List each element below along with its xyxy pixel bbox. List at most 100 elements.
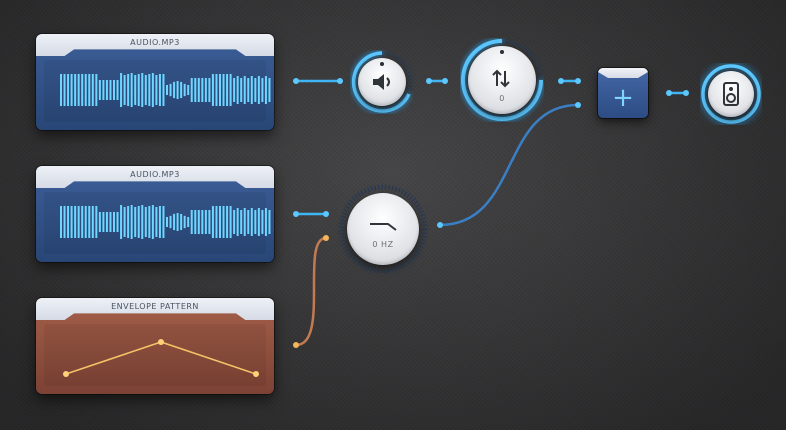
waveform-bar bbox=[67, 206, 70, 238]
volume-ring bbox=[351, 51, 413, 113]
waveform-bar bbox=[194, 210, 197, 234]
envelope-point[interactable] bbox=[63, 371, 69, 377]
waveform-bar bbox=[173, 213, 176, 231]
mixer-cap bbox=[598, 68, 648, 78]
audio-source-node-2[interactable]: AUDIO.MP3 bbox=[36, 166, 274, 262]
waveform-bar bbox=[155, 75, 158, 105]
waveform-bar bbox=[120, 205, 123, 239]
source-title: AUDIO.MP3 bbox=[130, 38, 180, 47]
port-dots[interactable] bbox=[293, 78, 689, 348]
port-dot[interactable] bbox=[323, 211, 329, 217]
waveform-bar bbox=[137, 74, 140, 106]
waveform-bar bbox=[158, 74, 161, 106]
port-dot[interactable] bbox=[293, 78, 299, 84]
envelope-curve[interactable] bbox=[36, 298, 274, 394]
waveform-bar bbox=[169, 83, 172, 97]
waveform-bar bbox=[208, 210, 211, 234]
waveform-bar bbox=[264, 76, 267, 104]
waveform-bar bbox=[201, 210, 204, 234]
output-node[interactable] bbox=[700, 63, 762, 125]
waveform-bar bbox=[176, 81, 179, 99]
port-dot[interactable] bbox=[558, 78, 564, 84]
output-face bbox=[708, 71, 754, 117]
port-dot[interactable] bbox=[442, 78, 448, 84]
mixer-node[interactable]: + bbox=[598, 68, 648, 118]
waveform-bar bbox=[74, 206, 77, 238]
waveform-bar bbox=[60, 206, 62, 238]
card-body bbox=[36, 298, 274, 394]
port-dot[interactable] bbox=[426, 78, 432, 84]
waveform-bar bbox=[162, 74, 165, 106]
envelope-point[interactable] bbox=[253, 371, 259, 377]
waveform-bar bbox=[98, 212, 101, 232]
port-dot[interactable] bbox=[293, 342, 299, 348]
port-dot[interactable] bbox=[575, 102, 581, 108]
waveform bbox=[60, 73, 271, 107]
filter-node[interactable]: 0 HZ bbox=[338, 184, 428, 274]
envelope-pattern-node[interactable]: ENVELOPE PATTERN bbox=[36, 298, 274, 394]
waveform-bar bbox=[233, 78, 236, 102]
envelope-point[interactable] bbox=[158, 339, 164, 345]
waveform-bar bbox=[261, 210, 264, 234]
waveform-bar bbox=[98, 80, 101, 100]
audio-source-node-1[interactable]: AUDIO.MP3 bbox=[36, 34, 274, 130]
waveform-bar bbox=[77, 74, 80, 106]
waveform-bar bbox=[204, 210, 207, 234]
card-inner bbox=[44, 324, 266, 386]
port-dot[interactable] bbox=[293, 211, 299, 217]
wire-envelope-filter bbox=[295, 236, 327, 347]
waveform-bar bbox=[204, 78, 207, 102]
indicator-dot bbox=[500, 50, 504, 54]
waveform-bar bbox=[151, 73, 154, 107]
waveform-bar bbox=[70, 206, 73, 238]
port-dot[interactable] bbox=[575, 78, 581, 84]
waveform-bar bbox=[144, 75, 147, 105]
waveform-bar bbox=[247, 78, 250, 102]
up-down-arrows-icon bbox=[492, 69, 510, 88]
waveform-bar bbox=[226, 206, 229, 238]
waveform-bar bbox=[127, 206, 130, 238]
waveform-bar bbox=[268, 210, 271, 234]
waveform-bar bbox=[208, 78, 211, 102]
waveform-bar bbox=[176, 213, 179, 231]
ring-level bbox=[351, 51, 411, 113]
waveform-bar bbox=[257, 208, 260, 236]
waveform-bar bbox=[229, 74, 232, 106]
waveform-bar bbox=[250, 76, 253, 104]
waveform-bar bbox=[102, 80, 105, 100]
filter-value: 0 HZ bbox=[372, 240, 394, 249]
port-dot[interactable] bbox=[683, 90, 689, 96]
port-dot[interactable] bbox=[337, 78, 343, 84]
waveform-bar bbox=[60, 74, 62, 106]
waveform-bar bbox=[194, 78, 197, 102]
waveform-bar bbox=[264, 208, 267, 236]
waveform-bar bbox=[190, 210, 193, 234]
waveform-bar bbox=[166, 216, 168, 228]
waveform-bar bbox=[180, 81, 183, 99]
waveform-bar bbox=[84, 206, 87, 238]
waveform-bar bbox=[134, 75, 137, 105]
port-dot[interactable] bbox=[323, 235, 329, 241]
waveform-bar bbox=[180, 213, 183, 231]
waveform-bar bbox=[109, 212, 112, 232]
waveform-bar bbox=[151, 205, 154, 239]
waveform-bar bbox=[134, 207, 137, 237]
port-dot[interactable] bbox=[666, 90, 672, 96]
waveform-bar bbox=[243, 76, 246, 104]
waveform-bar bbox=[88, 206, 91, 238]
waveform-bar bbox=[127, 74, 130, 106]
ring-track bbox=[351, 51, 413, 113]
volume-node[interactable] bbox=[350, 50, 414, 114]
waveform-bar bbox=[254, 210, 257, 234]
waveform-bar bbox=[155, 207, 158, 237]
pan-node[interactable]: 0 bbox=[460, 38, 544, 122]
port-dot[interactable] bbox=[437, 222, 443, 228]
waveform-bar bbox=[123, 75, 126, 105]
pan-ring bbox=[461, 39, 543, 121]
output-ring bbox=[701, 64, 761, 124]
waveform-bar bbox=[183, 215, 186, 229]
ring-level bbox=[461, 39, 543, 121]
waveform-bar bbox=[70, 74, 73, 106]
waveform-bar bbox=[250, 208, 253, 236]
